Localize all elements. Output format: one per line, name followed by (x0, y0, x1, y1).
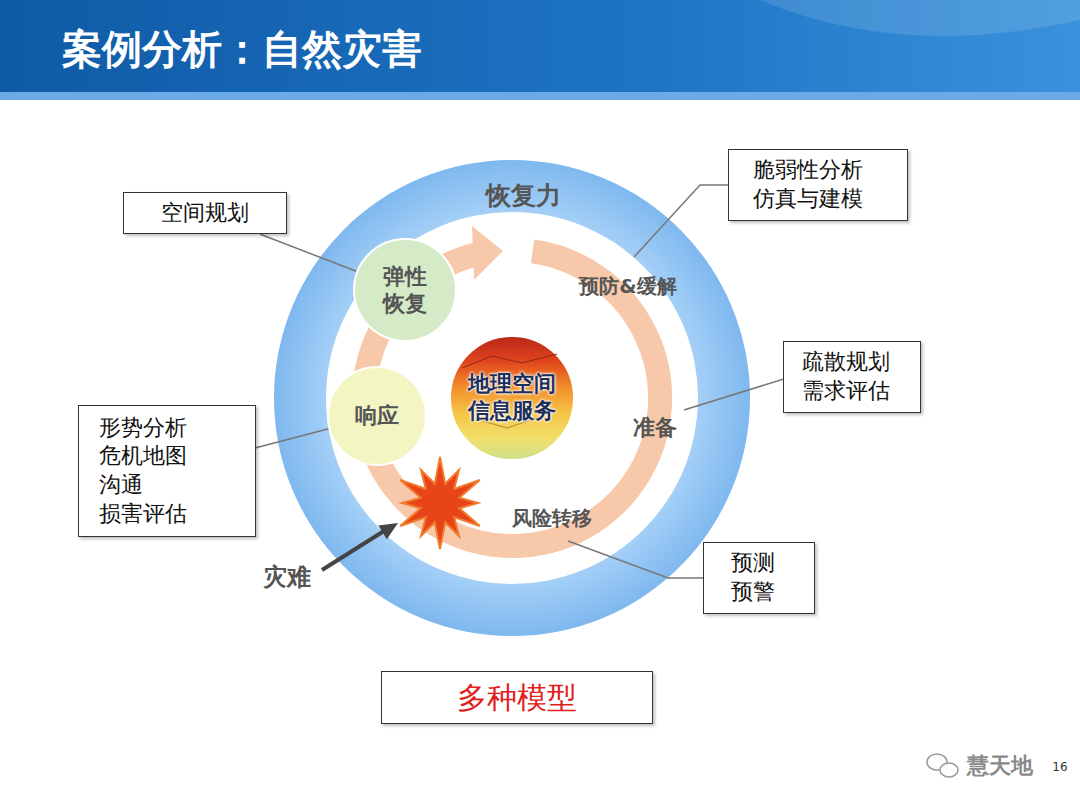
box-label: 空间规划 (161, 199, 249, 228)
circle-outline (353, 238, 457, 342)
leader-line (684, 378, 787, 410)
callout-box: 形势分析 危机地图 沟通 损害评估 (78, 405, 256, 537)
leader-line (634, 185, 737, 257)
callout-box: 多种模型 (381, 671, 653, 724)
circle-fill (354, 239, 456, 341)
ring-inner (326, 212, 698, 584)
page-number: 16 (1052, 760, 1067, 774)
disaster-burst (400, 457, 480, 549)
box-label: 形势分析 危机地图 沟通 损害评估 (99, 414, 199, 528)
callout-box: 脆弱性分析 仿真与建模 (728, 149, 908, 220)
leader-line (260, 234, 356, 271)
wechat-icon (940, 763, 958, 777)
title-swoosh (760, 0, 1080, 36)
phase-label: 预防&缓解 (579, 273, 676, 300)
disaster-arrow (322, 531, 384, 570)
watermark: 慧天地 (967, 751, 1033, 781)
circle-label: 地理空间 信息服务 (459, 371, 565, 425)
box-label: 预测 预警 (731, 549, 787, 606)
box-label: 疏散规划 需求评估 (802, 348, 902, 405)
ring-label: 恢复力 (486, 179, 561, 212)
box-label: 脆弱性分析 仿真与建模 (753, 156, 883, 213)
phase-circle: 弹性 恢复 (353, 238, 457, 342)
phase-label: 准备 (633, 413, 677, 443)
globe-map (450, 336, 574, 460)
resilience-ring (274, 160, 750, 636)
title-bar (0, 0, 1080, 96)
slide-title: 案例分析：自然灾害 (62, 22, 422, 77)
leader-line (256, 429, 329, 448)
phase-circle: 响应 (327, 366, 427, 466)
circle-fill (328, 367, 426, 465)
phase-label: 风险转移 (512, 505, 592, 532)
circle-label: 响应 (355, 402, 399, 430)
callout-box: 空间规划 (123, 192, 287, 235)
cycle-arrowhead (472, 226, 503, 280)
map-border (462, 354, 557, 368)
callout-box: 预测 预警 (703, 542, 815, 613)
circle-label: 弹性 恢复 (375, 263, 435, 318)
title-bar-strip (0, 92, 1080, 100)
disaster-label: 灾难 (263, 561, 311, 593)
box-label: 多种模型 (457, 678, 577, 717)
leader-line (568, 541, 708, 578)
disaster-arrowhead (378, 523, 398, 539)
globe-circle: 地理空间 信息服务 (449, 335, 575, 461)
callout-box: 疏散规划 需求评估 (783, 341, 921, 412)
